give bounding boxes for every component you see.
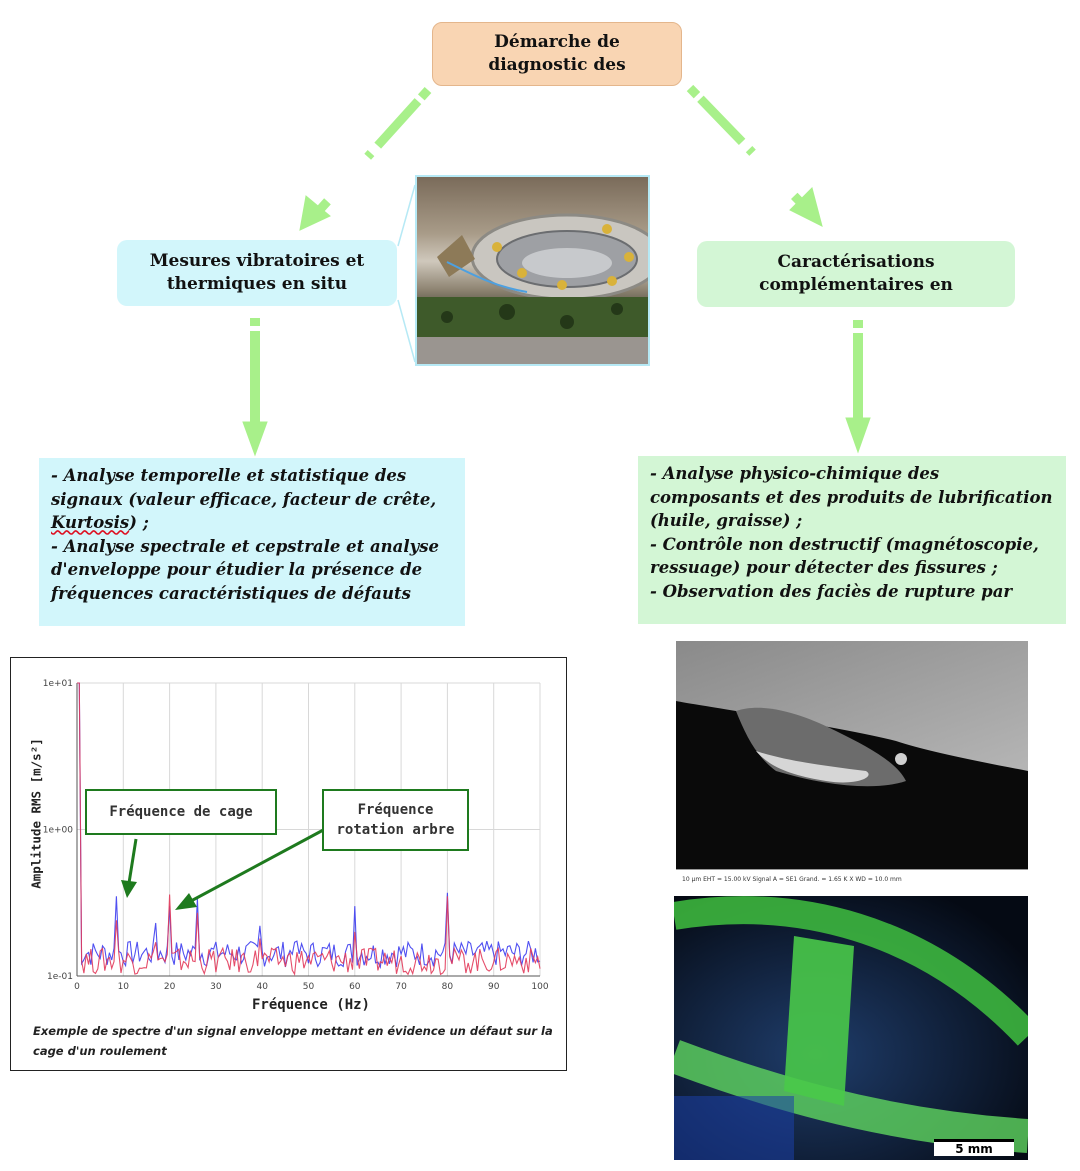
x-tick-label: 30: [210, 982, 222, 992]
arrow-right-down-head: [845, 417, 871, 454]
x-tick-label: 40: [256, 982, 268, 992]
rotation-annotation-arrow: [190, 826, 328, 903]
magnetic-particle-inspection-photo: 5 mm: [674, 896, 1028, 1160]
series-line-blue: [77, 682, 541, 970]
bearing-illustration: [417, 213, 648, 364]
sem-micrograph: 10 µm EHT = 15.00 kV Signal A = SE1 Gran…: [676, 641, 1028, 892]
x-tick-label: 0: [74, 982, 80, 992]
arrow-root-to-right-head: [789, 187, 823, 227]
arrow-left-down-head: [242, 421, 268, 457]
cage-annotation-arrowhead: [121, 880, 137, 898]
x-tick-label: 50: [303, 982, 315, 992]
x-tick-label: 10: [118, 982, 130, 992]
x-tick-label: 20: [164, 982, 176, 992]
characterisation-item-2: - Contrôle non destructif (magnétoscopie…: [650, 534, 1039, 578]
chart-x-axis-label: Fréquence (Hz): [251, 997, 370, 1013]
envelope-spectrum-figure: 0 10 20 30 40 50 60 70 80 90 100 1e+01 1e+00 1e-01 Am…: [10, 657, 567, 1071]
scale-bar: 5 mm: [934, 1139, 1014, 1156]
root-node: Démarche de diagnostic des: [432, 22, 682, 86]
sem-metadata: 10 µm EHT = 15.00 kV Signal A = SE1 Gran…: [682, 876, 902, 883]
cage-fluorescence-illustration: [674, 896, 1028, 1160]
vibration-item-1-end: ) ;: [129, 513, 149, 533]
vibration-measures-node: Mesures vibratoires et thermiques en sit…: [117, 240, 397, 306]
chart-y-axis-label: Amplitude RMS [m/s²]: [28, 738, 44, 889]
sem-fracture-illustration: [676, 641, 1028, 871]
cage-annotation-arrow: [127, 838, 138, 884]
bearing-photo: [415, 175, 650, 366]
x-tick-label: 80: [442, 982, 454, 992]
series-line-red: [77, 682, 541, 976]
shaft-rotation-frequency-annotation: Fréquence rotation arbre: [322, 789, 469, 851]
complementary-characterisation-node: Caractérisations complémentaires en: [697, 241, 1015, 307]
x-tick-label: 70: [395, 982, 407, 992]
vibration-measures-label: Mesures vibratoires et thermiques en sit…: [149, 251, 365, 294]
y-tick-label: 1e+00: [43, 826, 74, 836]
vibration-item-1: - Analyse temporelle et statistique des …: [51, 464, 453, 535]
vibration-item-1-text: - Analyse temporelle et statistique des …: [51, 466, 437, 509]
characterisation-item-1: - Analyse physico-chimique des composant…: [650, 464, 1053, 531]
cage-frequency-label: Fréquence de cage: [109, 804, 253, 820]
shaft-rotation-frequency-label: Fréquence rotation arbre: [336, 802, 455, 838]
arrow-root-to-left-head: [299, 195, 331, 231]
sem-info-bar: 10 µm EHT = 15.00 kV Signal A = SE1 Gran…: [676, 869, 1028, 892]
characterisation-list: - Analyse physico-chimique des composant…: [638, 456, 1066, 624]
arrow-root-to-left: [312, 86, 432, 218]
kurtosis-term: Kurtosis: [51, 513, 130, 533]
chart-caption: Exemple de spectre d'un signal enveloppe…: [33, 1024, 553, 1058]
vibration-item-2: - Analyse spectrale et cepstrale et anal…: [51, 536, 439, 603]
photo-connector-2: [397, 299, 416, 363]
rotation-annotation-arrowhead: [175, 893, 197, 910]
x-tick-label: 100: [531, 982, 548, 992]
x-tick-label: 90: [488, 982, 500, 992]
arrow-root-to-right: [686, 84, 810, 212]
complementary-characterisation-label: Caractérisations complémentaires en: [759, 252, 953, 295]
y-tick-label: 1e+01: [43, 679, 73, 689]
root-label: Démarche de diagnostic des: [488, 32, 626, 75]
cage-frequency-annotation: Fréquence de cage: [85, 789, 277, 835]
y-tick-label: 1e-01: [47, 972, 73, 982]
characterisation-item-3: - Observation des faciès de rupture par: [650, 581, 1013, 601]
photo-connector-1: [397, 184, 416, 247]
vibration-analysis-list: - Analyse temporelle et statistique des …: [39, 458, 465, 626]
x-tick-label: 60: [349, 982, 361, 992]
